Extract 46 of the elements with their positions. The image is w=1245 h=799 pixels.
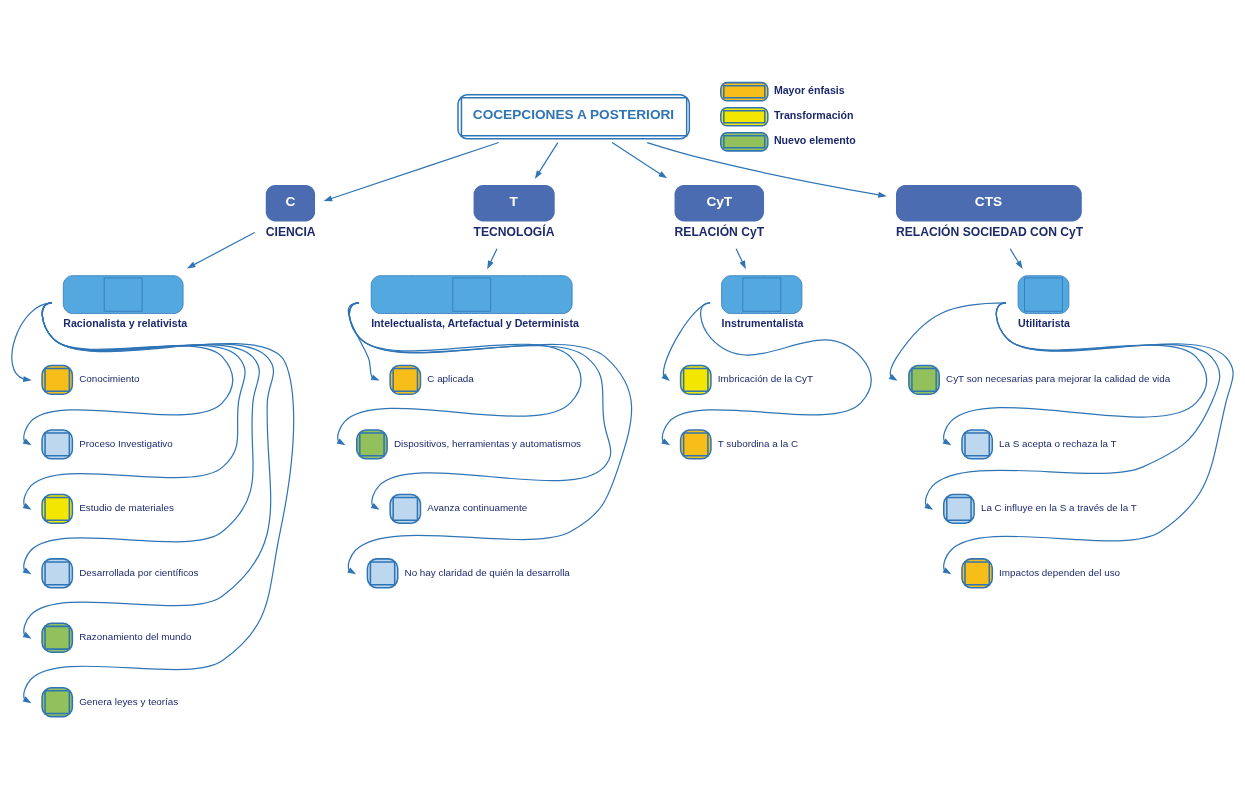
node-label: C aplicada	[427, 372, 474, 384]
node-label: Estudio de materiales	[79, 501, 174, 513]
node-label: CyT son necesarias para mejorar la calidad de vida	[946, 372, 1171, 384]
arrow	[487, 247, 498, 269]
node-label: RELACIÓN CyT	[674, 224, 765, 239]
node-label: Conocimiento	[79, 372, 140, 384]
node-box: CTS	[896, 184, 1082, 221]
node-label: Avanza continuamente	[427, 501, 528, 513]
node-label: Intelectualista, Artefactual y Determinista	[371, 316, 579, 329]
node-label: Desarrollada por científicos	[79, 566, 199, 578]
node-label: Imbricación de la CyT	[717, 372, 813, 384]
node-label: CIENCIA	[265, 224, 316, 239]
arrow	[942, 301, 1234, 574]
node-box: CyT	[674, 184, 765, 221]
node-label: Proceso Investigativo	[79, 437, 173, 449]
arrow	[336, 301, 582, 445]
legend-label: Mayor énfasis	[773, 83, 845, 96]
legend-label: Transformación	[773, 108, 854, 121]
node-label: T subordina a la C	[717, 437, 799, 449]
node-label: TECNOLOGÍA	[473, 224, 555, 239]
node-box: T	[473, 184, 555, 221]
node-box: C	[265, 184, 316, 221]
arrow	[347, 301, 633, 574]
arrow	[1009, 247, 1023, 269]
arrow	[347, 301, 380, 381]
arrow	[534, 141, 559, 179]
node-label: La C influye en la S a través de la T	[980, 501, 1137, 513]
arrow	[186, 231, 256, 268]
node-label: No hay claridad de quién la desarrolla	[404, 566, 570, 578]
legend-label: Nuevo elemento	[773, 133, 856, 146]
node-label: RELACIÓN SOCIEDAD CON CyT	[895, 224, 1084, 239]
arrow	[646, 141, 887, 198]
arrow	[22, 301, 295, 703]
node-label: Instrumentalista	[721, 316, 804, 329]
node-label: Dispositivos, herramientas y automatismos	[393, 437, 582, 449]
arrow	[661, 301, 872, 445]
node-label: Impactos dependen del uso	[999, 566, 1121, 578]
arrow	[348, 301, 612, 510]
node-label: Racionalista y relativista	[63, 316, 188, 329]
node-label: Utilitarista	[1018, 316, 1070, 329]
node-label: La S acepta o rechaza la T	[999, 437, 1117, 449]
arrow	[611, 141, 668, 178]
node-label: Genera leyes y teorías	[79, 695, 179, 707]
arrow	[323, 141, 500, 201]
arrow	[735, 247, 746, 269]
node-label: Razonamiento del mundo	[79, 630, 192, 642]
